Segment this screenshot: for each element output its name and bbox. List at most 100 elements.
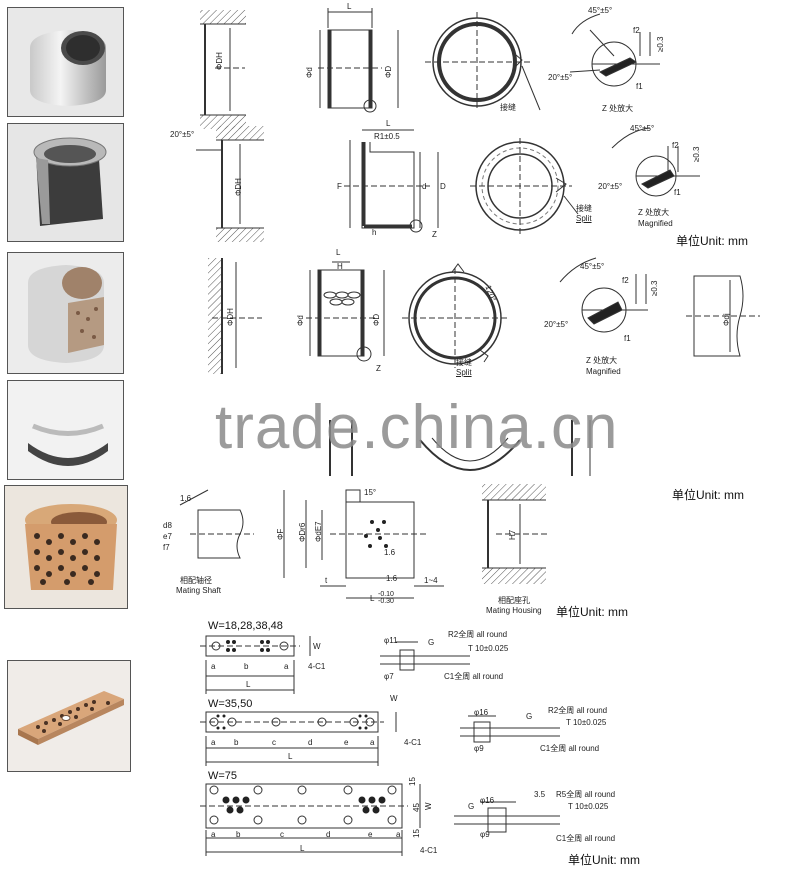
row5-shaft [179,489,254,559]
row1-bushing-section [318,8,399,113]
r3-D: ΦD [372,313,381,326]
p2s-G: G [526,712,533,721]
plate3-drawing [200,783,421,856]
r2-a45: 45°±5° [630,124,655,133]
row3-wrapped-section [306,261,385,362]
p3-e: e [368,830,373,839]
r5-a15: 15° [364,488,377,497]
p3-n15: 15 [408,777,417,786]
p2-c1: 4-C1 [404,738,422,747]
p2s-d9: φ9 [474,744,484,753]
r1-a20: 20°±5° [548,73,573,82]
r1-a45: 45°±5° [588,6,613,15]
r1-f1: f1 [636,82,643,91]
wear-plate-image [8,661,130,771]
p3-c1: 4-C1 [420,846,438,855]
r2-a20: 20°±5° [170,130,195,139]
r2-f1: f1 [674,188,681,197]
r1-d: Φd [305,67,314,78]
p3-b: b [236,830,241,839]
r5-de7: ΦdE7 [314,521,323,542]
r5-r14: 1~4 [424,576,438,585]
watermark: trade.china.cn [215,393,619,462]
flanged-bushing-image [8,124,123,241]
r5-housecn: 相配座孔 [498,596,530,605]
r3-f1: f1 [624,334,631,343]
r1-dh: ΦDH [215,52,224,70]
r3-l: L [336,248,341,257]
r2-F: F [337,182,342,191]
r2-mag: Magnified [638,219,673,228]
p2-b: b [234,738,239,747]
plate1-width: W=18,28,38,48 [208,620,283,632]
p3s-d9: φ9 [480,830,490,839]
p3s-d16: φ16 [480,796,495,805]
r5-shaft: Mating Shaft [176,586,221,595]
p3-d: d [326,830,331,839]
p1-W: W [313,642,321,651]
p1s-d7: φ7 [384,672,394,681]
unit-label-1: 单位Unit: mm [676,234,749,248]
p1s-c1: C1全周 all round [444,672,504,681]
p3s-c1: C1全周 all round [556,834,616,843]
r1-zcn: Z 处放大 [602,104,634,113]
p1s-G: G [428,638,435,647]
row1-housing [200,10,246,129]
row1-ring [425,12,541,111]
r3-f2: f2 [622,276,629,285]
row2-ring [470,138,579,234]
row3-housing [208,258,262,374]
p2s-r2: R2全周 all round [548,706,608,715]
p1-b: b [244,662,249,671]
p2-d: d [308,738,313,747]
r5-t: t [325,576,328,585]
photo-flanged-bushing [7,123,124,242]
p3-c: c [280,830,284,839]
photo-graphite-bushing [4,485,128,609]
p3s-G: G [468,802,475,811]
plate2-side [460,715,560,743]
p2-a2: a [370,738,375,747]
plate1-drawing [200,635,311,694]
p3-a2: a [396,830,401,839]
p2s-d16: φ16 [474,708,489,717]
r5-ltol: L [370,594,375,603]
p1-a2: a [284,662,289,671]
p2s-c1: C1全周 all round [540,744,600,753]
photo-wear-plate [7,660,131,772]
r5-shaftcn: 相配轴径 [180,576,212,585]
r2-d: d [422,182,427,191]
r3-a20: 20°±5° [544,320,569,329]
p3-a: a [211,830,216,839]
r2-a20z: 20°±5° [598,182,623,191]
r3-dj: Φdj [722,313,731,326]
plate1-side [380,641,470,671]
graphite-bushing-image [5,486,127,608]
plate2-width: W=35,50 [208,698,253,710]
r3-dh: ΦDH [226,308,235,326]
p2-W: W [390,694,398,703]
r5-ltoldn: -0.30 [378,598,394,605]
r5-ltolup: -0.10 [378,591,394,598]
p3-n15b: 15 [412,829,421,838]
r2-dh: ΦDH [234,178,243,196]
p3s-r5: R5全周 all round [556,790,616,799]
r2-ge03: ≥0.3 [692,146,701,162]
row3-shaft [686,275,760,357]
p1s-r2: R2全周 all round [448,630,508,639]
r5-r16: 1.6 [180,494,192,503]
r1-l: L [347,2,352,11]
r2-split: Split [576,214,592,223]
p2-a: a [211,738,216,747]
r5-dr6: ΦDr6 [298,522,307,542]
r5-F: ΦF [276,528,285,540]
row3-ring [402,263,508,368]
plate2-drawing [200,711,397,766]
row5-housing [482,484,548,584]
r2-l: L [386,119,391,128]
p3-n45: 45 [412,803,421,812]
p3-L: L [300,844,305,853]
washer-image [8,381,123,479]
photo-wrapped-bushing [7,252,124,374]
